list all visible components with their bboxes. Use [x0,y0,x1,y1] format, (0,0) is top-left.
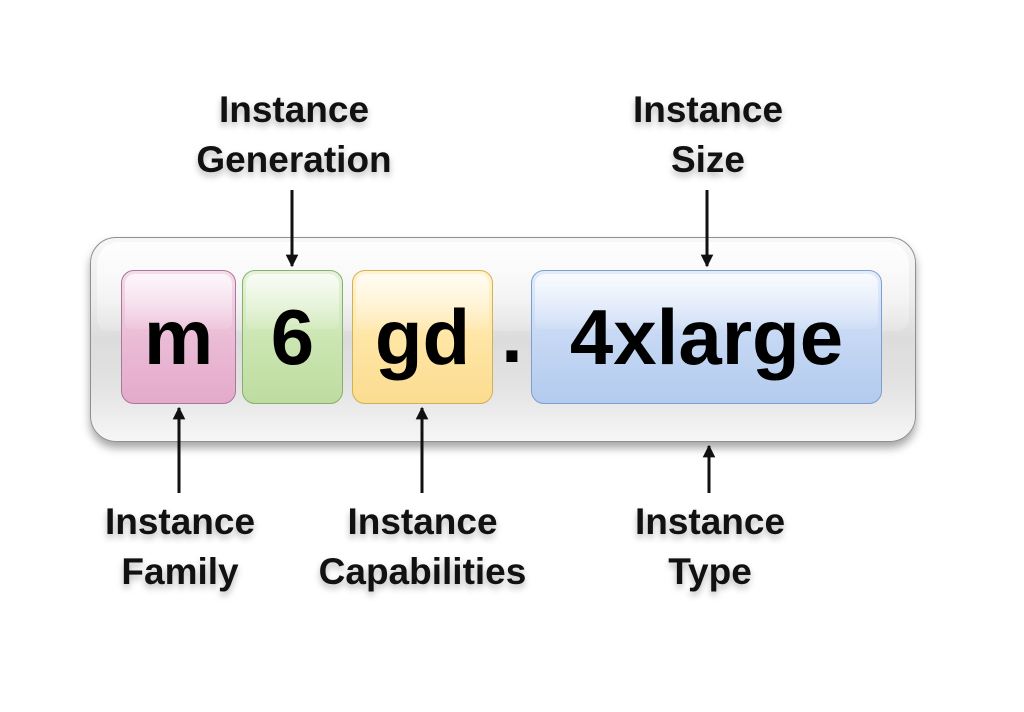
label-line-2: Capabilities [318,551,527,592]
label-line-2: Generation [196,139,392,180]
segment-generation-text: 6 [270,293,315,381]
segment-size-text: 4xlarge [569,293,844,381]
label-line-1: Instance [104,501,256,542]
segment-instance-generation: 6 [242,270,343,404]
label-instance-size: Instance Size [608,85,808,185]
label-line-2: Type [668,551,752,592]
segment-instance-capabilities: gd [352,270,493,404]
label-line-2: Family [121,551,239,592]
label-line-1: Instance [218,89,370,130]
label-instance-generation: Instance Generation [183,85,405,185]
segment-capabilities-text: gd [374,293,471,381]
segment-instance-family: m [121,270,236,404]
label-instance-type: Instance Type [610,497,810,597]
label-line-1: Instance [634,501,786,542]
segment-instance-size: 4xlarge [531,270,882,404]
segment-family-text: m [143,293,214,381]
label-line-2: Size [670,139,746,180]
label-instance-capabilities: Instance Capabilities [300,497,545,597]
label-line-1: Instance [347,501,498,542]
separator-dot: . [501,291,523,379]
label-line-1: Instance [632,89,784,130]
label-instance-family: Instance Family [80,497,280,597]
